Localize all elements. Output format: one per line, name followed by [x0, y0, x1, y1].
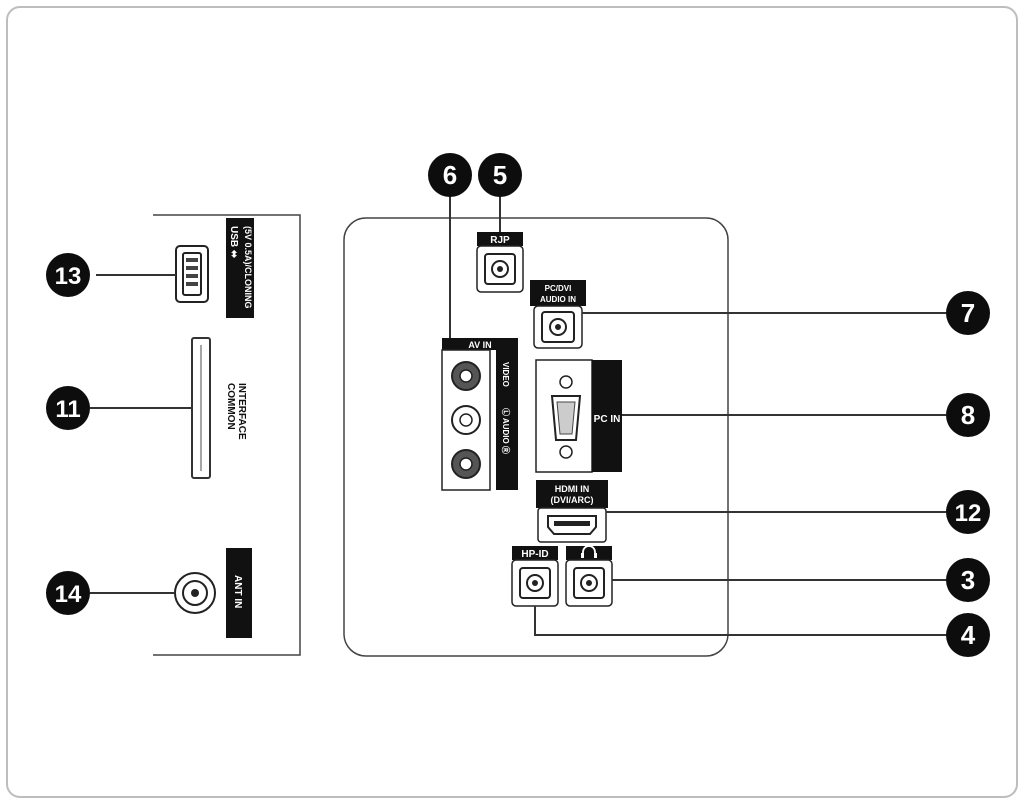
rear-panel-outline [343, 217, 729, 657]
audio-label: Ⓛ AUDIO Ⓡ [501, 408, 511, 454]
callout-4 [946, 613, 990, 657]
rjp-label: RJP [490, 235, 510, 246]
pc-dvi-audio-label-2: AUDIO IN [540, 295, 576, 304]
callout-3 [946, 558, 990, 602]
ant-in-label: ANT IN [232, 575, 243, 608]
usb-sublabel: (5V 0.5A)/CLONING [243, 226, 253, 309]
callout-6-number: 6 [443, 160, 457, 190]
headphone-icon [581, 545, 597, 558]
usb-label-block [226, 218, 254, 318]
usb-label: USB ⬌ [228, 226, 239, 259]
common-interface-label-2: INTERFACE [236, 383, 247, 440]
callout-12-number: 12 [955, 500, 982, 527]
common-interface-label: COMMON [225, 383, 236, 430]
callout-3-number: 3 [961, 565, 975, 595]
video-label: VIDEO [501, 362, 510, 387]
hdmi-in-sublabel: (DVI/ARC) [551, 495, 594, 505]
callout-11-number: 11 [55, 396, 80, 423]
callout-11 [46, 386, 90, 430]
hdmi-label-block [536, 480, 608, 508]
callout-5-number: 5 [493, 160, 507, 190]
callout-13-number: 13 [55, 263, 82, 290]
callout-12 [946, 490, 990, 534]
callout-4-number: 4 [961, 620, 976, 650]
hp-id-label-block [512, 546, 558, 560]
side-panel-outline [153, 214, 301, 656]
callout-14-number: 14 [55, 581, 82, 608]
av-in-side-label-block [496, 350, 518, 490]
pc-dvi-audio-label: PC/DVI [545, 284, 572, 293]
pc-dvi-audio-label-block [530, 280, 586, 306]
av-in-label: AV IN [468, 340, 491, 350]
callout-8-number: 8 [961, 400, 975, 430]
callout-7-number: 7 [961, 298, 975, 328]
callout-6 [428, 153, 472, 197]
rjp-label-block [477, 232, 523, 246]
callout-4-line [534, 606, 946, 636]
callout-14 [46, 571, 90, 615]
callout-7 [946, 291, 990, 335]
callout-8 [946, 393, 990, 437]
av-in-label-block [442, 338, 518, 350]
pc-in-label-block [592, 360, 622, 472]
hp-id-label: HP-ID [521, 549, 548, 560]
headphone-label-block [566, 546, 612, 560]
callout-5 [478, 153, 522, 197]
hdmi-in-label: HDMI IN [555, 484, 590, 494]
pc-in-label: PC IN [594, 414, 621, 425]
ant-in-label-block [226, 548, 252, 638]
callout-13 [46, 253, 90, 297]
